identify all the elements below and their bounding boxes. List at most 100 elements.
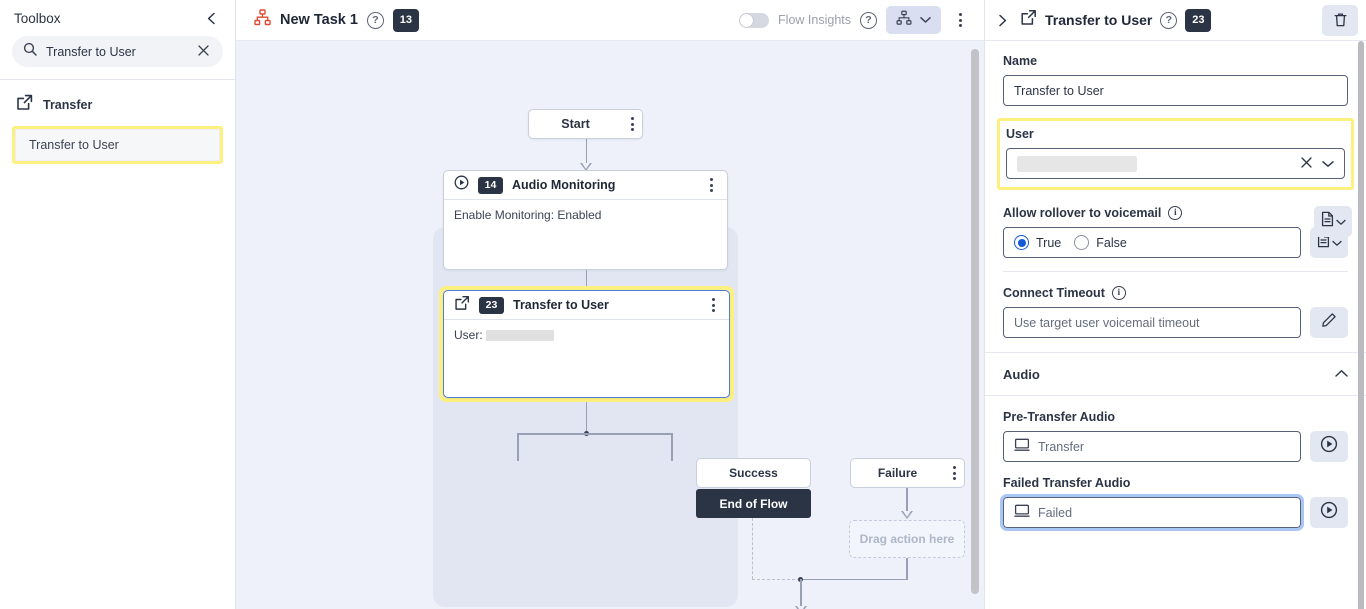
edge-failure-branch [671,433,673,461]
edge-failure-merge [906,558,908,580]
info-icon-rollover[interactable]: i [1168,206,1183,220]
node-transfer-to-user[interactable]: 23 Transfer to User User: [443,290,730,398]
user-variable-button[interactable] [1314,206,1352,237]
kebab-menu-icon-failure[interactable] [944,462,964,484]
section-audio: Pre-Transfer Audio Transfer Failed [985,396,1366,542]
flow-step-badge: 13 [392,8,419,32]
play-circle-icon-pre [1320,435,1338,458]
audio-section-title: Audio [1003,366,1040,382]
chevron-left-icon[interactable] [201,8,221,28]
node-audio-monitoring[interactable]: 14 Audio Monitoring Enable Monitoring: E… [443,170,728,270]
connect-timeout-edit-button[interactable] [1310,307,1348,338]
help-circle-icon-2[interactable]: ? [860,11,877,29]
view-mode-button[interactable] [886,6,941,34]
play-circle-icon-failed [1320,501,1338,524]
search-icon [23,42,37,61]
pre-transfer-audio-play-button[interactable] [1310,431,1348,462]
flow-insights-label: Flow Insights [778,13,851,27]
node-start-label: Start [561,117,590,131]
branch-success-end-of-flow[interactable]: End of Flow [696,489,811,518]
name-field-label: Name [1003,54,1038,68]
dropzone-failure[interactable]: Drag action here [849,520,965,558]
node-audio-monitoring-header: 14 Audio Monitoring [444,171,727,200]
toolbox-group-header[interactable]: Transfer [12,92,223,116]
node-highlight-box [439,286,734,402]
edge-merge-horizontal [800,578,907,580]
page-title: New Task 1 [280,12,358,28]
section-general: Name Transfer to User User [985,41,1366,353]
audio-section-header[interactable]: Audio [985,353,1366,396]
node-transfer-to-user-header: 23 Transfer to User [444,291,729,320]
node-transfer-user-label: User: [454,328,483,342]
pre-transfer-audio-label: Pre-Transfer Audio [1003,410,1116,424]
close-icon-user[interactable] [1298,156,1315,171]
chevron-up-icon[interactable] [1335,365,1348,383]
radio-false[interactable]: False [1074,235,1127,250]
radio-false-dot [1074,235,1090,250]
kebab-menu-icon-audio[interactable] [701,174,721,196]
node-audio-monitoring-body: Enable Monitoring: Enabled [454,208,602,222]
document-icon-user [1320,211,1335,232]
failed-transfer-audio-label: Failed Transfer Audio [1003,476,1131,490]
sitemap-icon [254,9,271,31]
pencil-icon [1321,312,1337,333]
user-select[interactable] [1006,148,1345,179]
chevron-right-icon[interactable] [993,12,1012,29]
edge-transfer-down [585,402,587,434]
sitemap-icon-view [896,10,912,31]
chevron-down-icon-user-btn [1336,213,1346,231]
kebab-menu-icon-transfer[interactable] [703,294,723,316]
arrow-down-failure-inner [902,511,911,517]
delete-node-button[interactable] [1322,4,1358,36]
external-link-icon-node [454,295,470,316]
kebab-menu-icon-start[interactable] [622,113,642,135]
rollover-field-label: Allow rollover to voicemail i [1003,206,1348,220]
user-field-row [1006,148,1345,179]
failed-transfer-audio-input[interactable]: Failed [1000,494,1304,531]
flow-insights-toggle[interactable] [739,12,770,28]
connect-timeout-input[interactable]: Use target user voicemail timeout [1003,307,1301,338]
pre-transfer-audio-input[interactable]: Transfer [1003,431,1301,462]
user-side-button-wrap [1314,206,1352,237]
node-start[interactable]: Start [528,109,643,139]
node-transfer-to-user-title: Transfer to User [513,298,609,312]
chevron-down-icon-rollover [1332,234,1342,252]
panel-scrollbar[interactable] [1358,41,1364,609]
radio-true-dot [1014,235,1029,250]
node-audio-monitoring-badge: 14 [478,176,503,194]
toolbox-search-wrap: Transfer to User [0,36,235,79]
name-input[interactable]: Transfer to User [1003,75,1348,106]
branch-failure[interactable]: Failure [850,458,965,488]
toolbox-sidebar: Toolbox Transfer to User Tra [0,0,236,609]
edge-start-to-audio [585,139,587,167]
rollover-radio-group[interactable]: True False [1003,227,1301,258]
edge-failure-down [906,488,908,516]
edge-audio-to-transfer [585,270,587,298]
flow-editor: New Task 1 ? 13 Flow Insights ? St [236,0,985,609]
toolbox-item-transfer-to-user[interactable]: Transfer to User [15,129,220,161]
properties-panel-badge: 23 [1185,8,1212,32]
radio-true[interactable]: True [1014,235,1061,250]
branch-success[interactable]: Success [696,458,811,488]
close-icon[interactable] [195,43,212,60]
properties-panel-body: Name Transfer to User User [985,41,1366,609]
play-circle-icon [454,175,469,195]
failed-transfer-audio-play-button[interactable] [1310,497,1348,528]
user-value-redacted [1017,155,1137,172]
pre-transfer-audio-value: Transfer [1038,439,1085,454]
kebab-menu-icon[interactable] [950,9,970,31]
toolbox-title: Toolbox [14,10,61,26]
flow-canvas[interactable]: Start 14 Audio Monitoring Enable Monitor… [236,41,984,609]
canvas-scrollbar[interactable] [971,49,979,594]
info-icon-connect-timeout[interactable]: i [1111,286,1126,300]
search-box[interactable]: Transfer to User [12,36,223,67]
chevron-down-icon-user[interactable] [1315,157,1334,171]
help-circle-icon-panel[interactable]: ? [1160,11,1178,29]
properties-panel: Transfer to User ? 23 Name Transfer to U… [985,0,1366,609]
toolbox-divider [0,79,235,80]
monitor-icon-pre [1014,438,1030,455]
search-input[interactable]: Transfer to User [46,44,136,59]
branch-success-label: Success [729,466,778,480]
help-circle-icon[interactable]: ? [366,11,384,29]
